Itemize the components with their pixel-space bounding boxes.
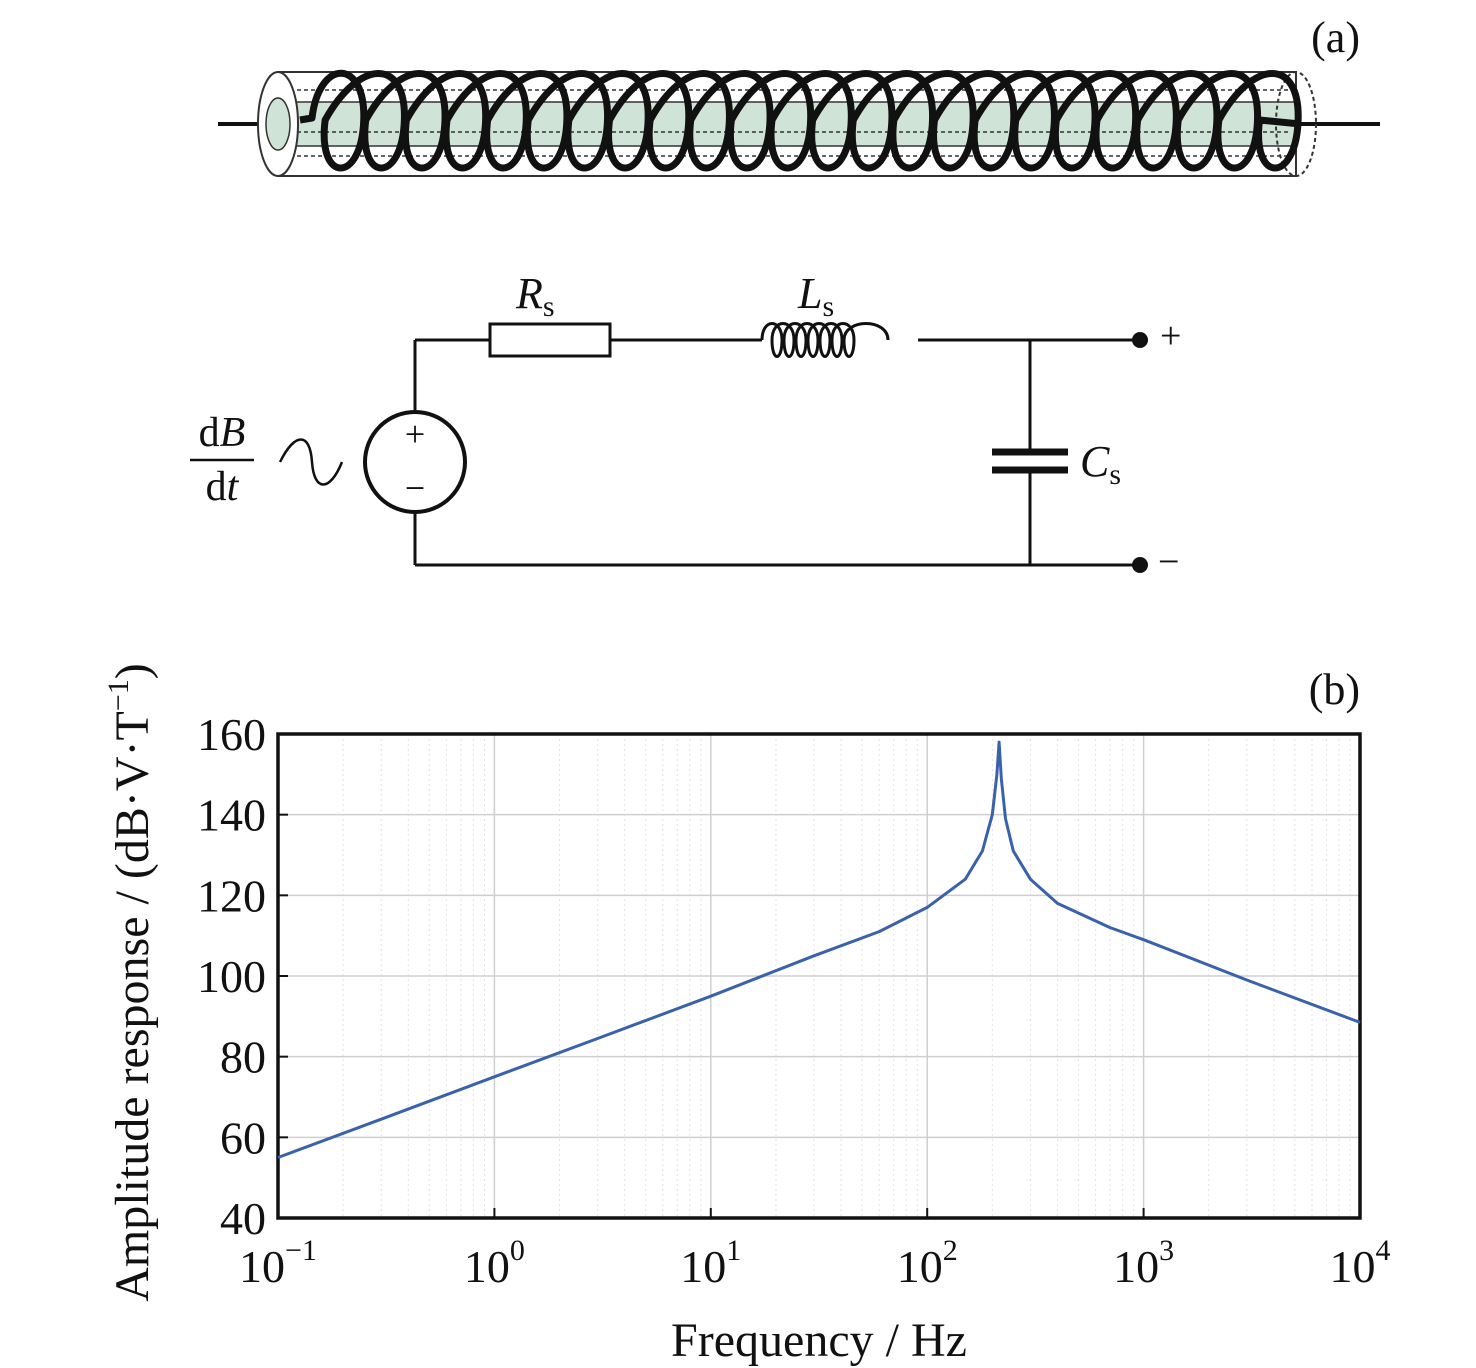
source-denominator: dt: [206, 464, 240, 510]
terminal-plus-dot: [1132, 332, 1148, 348]
panel-b-label: (b): [1309, 665, 1360, 714]
coil-core-end-right: [1275, 71, 1317, 177]
equivalent-circuit: [278, 322, 1140, 567]
source-minus-label: −: [405, 468, 425, 508]
sine-wave-icon: [278, 438, 344, 486]
y-tick-label: 40: [220, 1193, 266, 1244]
source-plus-label: +: [405, 414, 425, 454]
coil-wire: [299, 69, 1302, 172]
x-tick-label: 100: [464, 1234, 525, 1292]
voltage-source-symbol: [363, 410, 467, 514]
terminal-minus-dot: [1132, 557, 1148, 573]
x-axis-label: Frequency / Hz: [671, 1314, 967, 1367]
resistor-symbol: [488, 322, 612, 358]
x-tick-label: 101: [680, 1234, 741, 1292]
terminal-minus-label: −: [1158, 541, 1179, 583]
coil-turns: [299, 69, 1302, 172]
panel-b: (b) 40 60 80 100 120 140 160 10−1 100 101 102 103 10…: [102, 663, 1391, 1367]
y-tick-label: 120: [197, 870, 266, 921]
y-tick-label: 80: [220, 1032, 266, 1083]
x-tick-label: 103: [1113, 1234, 1174, 1292]
x-tick-label: 10−1: [239, 1234, 317, 1292]
coil-illustration: [218, 69, 1380, 177]
panel-a-label: (a): [1311, 13, 1360, 62]
inductor-label: Ls: [797, 269, 834, 323]
inductor-symbol: [760, 322, 890, 358]
y-tick-label: 60: [220, 1112, 266, 1163]
amplitude-response-chart: 40 60 80 100 120 140 160 10−1 100 101 102 103 104Fre…: [102, 663, 1391, 1367]
y-tick-label: 100: [197, 951, 266, 1002]
y-tick-label: 160: [197, 709, 266, 760]
series-line: [277, 740, 1361, 1159]
y-axis-label: Amplitude response / (dB·V·T−1): [102, 663, 159, 1301]
terminal-plus-label: +: [1160, 315, 1181, 357]
capacitor-label: Cs: [1080, 437, 1121, 491]
coil-core-end-inner: [265, 97, 291, 151]
source-numerator: dB: [199, 410, 246, 456]
resistor-label: Rs: [515, 269, 555, 323]
x-tick-label: 102: [897, 1234, 958, 1292]
x-tick-label: 104: [1330, 1234, 1391, 1292]
source-label-dB-dt: dB dt: [190, 410, 254, 510]
y-tick-label: 140: [197, 790, 266, 841]
panel-a: (a): [190, 13, 1380, 583]
